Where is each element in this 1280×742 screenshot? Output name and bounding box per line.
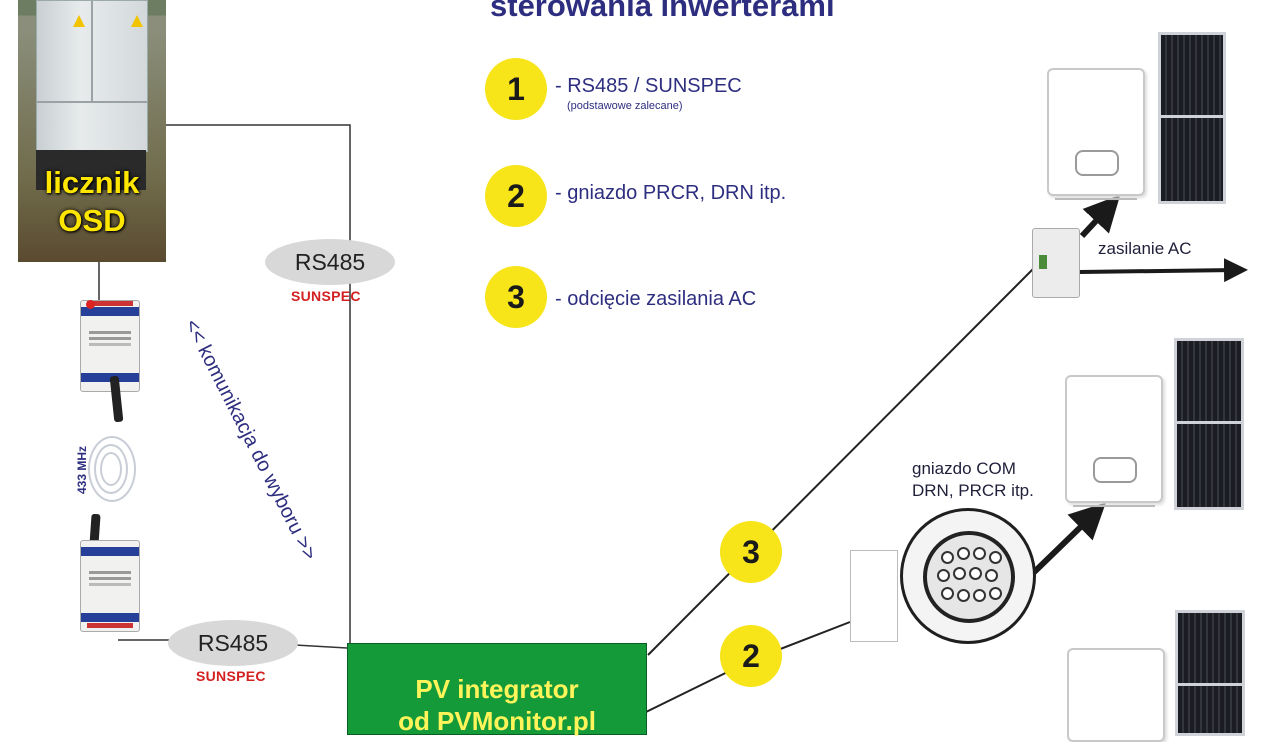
ac-supply-arrow [1079,258,1248,283]
inverter-display-icon [1075,150,1119,176]
radio-wave-icon [88,436,136,502]
contactor-to-inverter-arrow [1079,194,1121,239]
rs485-badge-bottom: RS485 [168,620,298,666]
inverter-top [1047,68,1145,200]
com-to-inverter-arrow [1023,502,1106,583]
solar-panel-bottom [1175,610,1245,736]
legend-text-1: - RS485 / SUNSPEC [555,75,742,97]
inverter-bottom [1067,648,1165,742]
solar-panel-middle [1174,338,1244,510]
contactor-switch-icon [1039,255,1047,269]
status-led-icon [86,300,95,309]
connection-marker-3: 3 [720,521,782,583]
legend-number-2: 2 [485,165,547,227]
sunspec-label-bottom: SUNSPEC [196,668,266,684]
legend-text-2: - gniazdo PRCR, DRN itp. [555,182,787,204]
meter-cabinet-photo: licznik OSD [18,0,166,262]
frequency-label: 433 MHz [75,445,89,495]
legend-text-3: - odcięcie zasilania AC [555,288,757,310]
ac-supply-label: zasilanie AC [1098,239,1192,258]
integrator-line2: od PVMonitor.pl [398,706,596,736]
rs485-bottom-to-integrator [294,644,348,649]
meter-label: licznik OSD [18,164,166,240]
com-socket [900,508,1036,644]
relay-schematic [850,550,898,642]
meter-cabinet [36,0,148,152]
integrator-line1: PV integrator [415,674,579,704]
warning-sign-icon [73,15,85,27]
meter-label-line1: licznik [44,165,140,200]
legend-subtext-1: (podstawowe zalecane) [567,100,683,112]
rs485-badge-top: RS485 [265,239,395,285]
com-socket-label-line2: DRN, PRCR itp. [912,481,1034,500]
diagram-title: sterowania inwerterami [490,0,835,23]
sunspec-label-top: SUNSPEC [291,288,361,304]
pv-integrator-box: PV integrator od PVMonitor.pl [347,643,647,736]
inverter-display-icon [1093,457,1137,483]
inverter-middle [1065,375,1163,507]
connection-marker-2: 2 [720,625,782,687]
rs485-line-top [140,124,351,643]
com-socket-face [923,531,1015,623]
meter-label-line2: OSD [58,203,126,238]
ac-contactor [1032,228,1080,298]
legend-number-3: 3 [485,266,547,328]
legend-number-1: 1 [485,58,547,120]
solar-panel-top [1158,32,1226,204]
warning-sign-icon [131,15,143,27]
com-socket-label-line1: gniazdo COM [912,459,1016,478]
ac-cutoff-line [647,267,1035,656]
radio-module-bottom [80,540,140,632]
